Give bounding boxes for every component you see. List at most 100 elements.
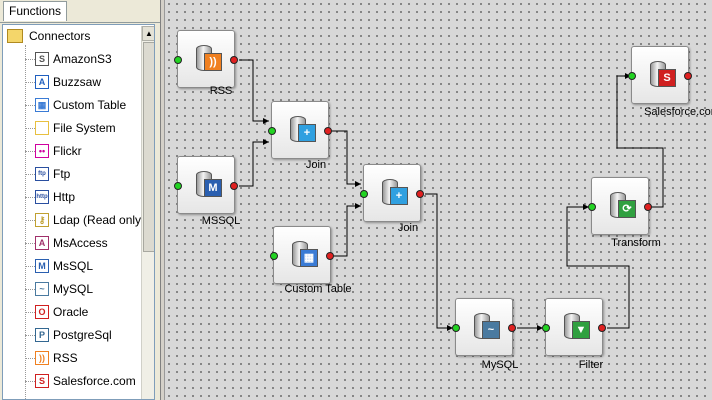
input-port[interactable] — [542, 324, 550, 332]
wire-custom-join2 — [333, 205, 361, 257]
component-label: MSSQL — [201, 215, 241, 227]
wire-filter-transform — [566, 206, 630, 329]
output-port[interactable] — [598, 324, 606, 332]
tree-item-label: RSS — [53, 351, 78, 365]
output-port[interactable] — [644, 203, 652, 211]
wire-join1-join2 — [331, 130, 361, 185]
component-badge-icon: )) — [204, 53, 222, 71]
tree-item-label: Custom Table — [53, 98, 127, 112]
wire-transform-salesforce — [616, 75, 664, 208]
input-port[interactable] — [360, 190, 368, 198]
scroll-up-icon[interactable]: ▲ — [142, 26, 154, 41]
output-port[interactable] — [416, 190, 424, 198]
component-mssql[interactable]: M — [174, 156, 238, 214]
component-label: Transform — [611, 237, 661, 249]
input-port[interactable] — [174, 182, 182, 190]
filter-icon: ▼ — [560, 311, 590, 341]
tree-node-label: Connectors — [29, 29, 91, 43]
tree-item-label: Ftp — [53, 167, 71, 181]
tree-branch-line — [25, 243, 35, 244]
tree-branch-line — [25, 289, 35, 290]
input-port[interactable] — [268, 127, 276, 135]
tree-branch-line — [25, 335, 35, 336]
component-label: Join — [397, 222, 419, 234]
tree-item-label: Oracle — [53, 305, 89, 319]
component-rss[interactable]: )) — [174, 30, 238, 88]
transform-icon: ⟳ — [606, 190, 636, 220]
output-port[interactable] — [684, 72, 692, 80]
wire-mssql-join1 — [239, 141, 269, 187]
output-port[interactable] — [324, 127, 332, 135]
component-label: Join — [305, 159, 327, 171]
component-label: Filter — [578, 359, 604, 371]
tree-branch-line — [25, 128, 35, 129]
folder-icon — [7, 29, 23, 43]
scrollbar-thumb[interactable] — [143, 42, 154, 252]
oracle-icon: O — [35, 305, 49, 319]
tree-item-label: Flickr — [53, 144, 82, 158]
component-custom[interactable]: ▦ — [270, 226, 334, 284]
component-join1[interactable]: + — [268, 101, 332, 159]
mysql-icon: ~ — [35, 282, 49, 296]
tree-item-label: Salesforce.com — [53, 374, 136, 388]
component-badge-icon: ~ — [482, 321, 500, 339]
tree-item-label: Http — [53, 190, 76, 204]
connection-wires — [239, 59, 664, 331]
component-badge-icon: ▦ — [300, 249, 318, 267]
ldap-icon: ⚷ — [35, 213, 49, 227]
component-transform[interactable]: ⟳ — [588, 177, 652, 235]
tree-item-label: File System — [53, 121, 116, 135]
component-label: Salesforce.com — [644, 106, 712, 118]
component-badge-icon: S — [658, 69, 676, 87]
tree-connector-line — [25, 45, 26, 399]
join-icon: + — [378, 177, 408, 207]
component-label: Custom Table — [284, 283, 352, 295]
tree-item-label: Ldap (Read only) — [53, 213, 146, 227]
tree-branch-line — [25, 266, 35, 267]
tree-item-label: Buzzsaw — [53, 75, 102, 89]
input-port[interactable] — [588, 203, 596, 211]
postgresql-icon: P — [35, 328, 49, 342]
rss-icon: )) — [35, 351, 49, 365]
input-port[interactable] — [452, 324, 460, 332]
output-port[interactable] — [508, 324, 516, 332]
component-mysql[interactable]: ~ — [452, 298, 516, 356]
input-port[interactable] — [174, 56, 182, 64]
component-filter[interactable]: ▼ — [542, 298, 606, 356]
tree-item-label: PostgreSql — [53, 328, 112, 342]
flickr-icon: •• — [35, 144, 49, 158]
tree-item-label: AmazonS3 — [53, 52, 112, 66]
component-join2[interactable]: + — [360, 164, 424, 222]
tab-functions[interactable]: Functions — [3, 1, 67, 21]
tree-item-label: MsSQL — [53, 259, 94, 273]
rss-icon: )) — [192, 43, 222, 73]
output-port[interactable] — [326, 252, 334, 260]
tree-branch-line — [25, 174, 35, 175]
tree-branch-line — [25, 312, 35, 313]
tree-branch-line — [25, 381, 35, 382]
tree-branch-line — [25, 220, 35, 221]
custom-table-icon: ▦ — [35, 98, 49, 112]
buzzsaw-icon: A — [35, 75, 49, 89]
output-port[interactable] — [230, 182, 238, 190]
component-badge-icon: ⟳ — [618, 200, 636, 218]
mssql-icon: M — [192, 169, 222, 199]
tree-branch-line — [25, 59, 35, 60]
tree-scrollbar[interactable]: ▲ — [141, 26, 154, 399]
input-port[interactable] — [628, 72, 636, 80]
input-port[interactable] — [270, 252, 278, 260]
wire-join2-mysql — [425, 193, 453, 329]
custom-table-icon: ▦ — [288, 239, 318, 269]
component-label: MySQL — [481, 359, 519, 371]
output-port[interactable] — [230, 56, 238, 64]
ftp-icon: ftp — [35, 167, 49, 181]
tree-branch-line — [25, 82, 35, 83]
tree-branch-line — [25, 358, 35, 359]
component-salesforce[interactable]: S — [628, 46, 692, 104]
tree-item-label: MsAccess — [53, 236, 108, 250]
tree-branch-line — [25, 197, 35, 198]
http-icon: http — [35, 190, 49, 204]
